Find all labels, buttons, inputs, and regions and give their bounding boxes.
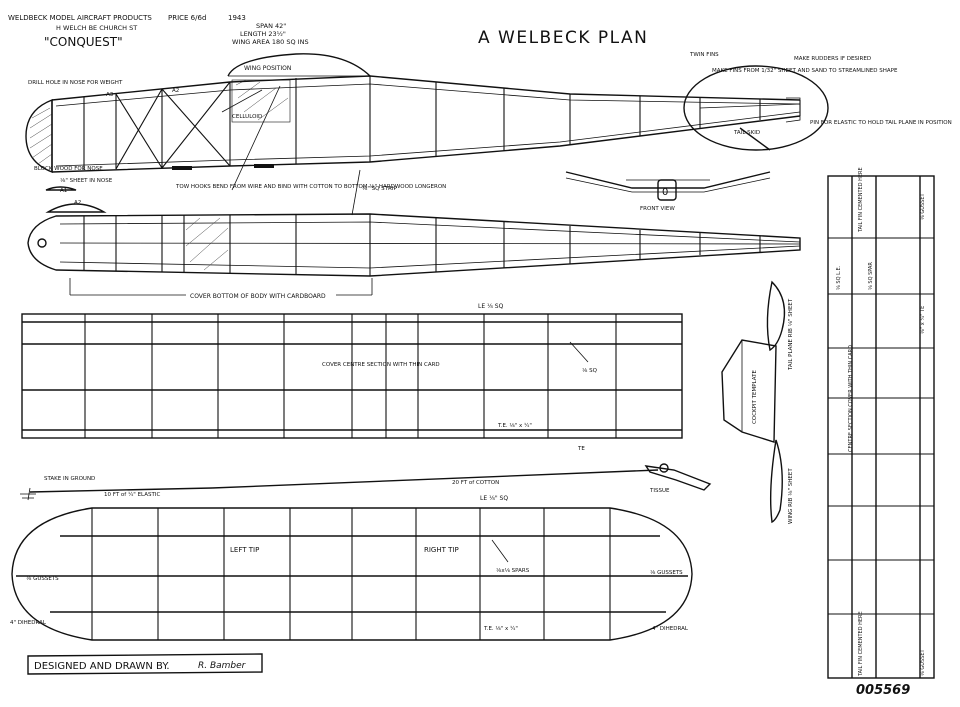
tail-fin-top-note: TAIL FIN CEMENTED HERE bbox=[858, 167, 864, 233]
make-rudders-note: MAKE RUDDERS IF DESIRED bbox=[794, 56, 871, 62]
tail-fin-bottom-note: TAIL FIN CEMENTED HERE bbox=[858, 611, 864, 677]
wing-panel-vertical bbox=[827, 175, 935, 679]
fuselage-top-view bbox=[27, 213, 801, 277]
tail-skid-label: TAIL SKID bbox=[733, 130, 760, 136]
cockpit-template-label: COCKPIT TEMPLATE bbox=[752, 370, 758, 424]
tow-hook-front bbox=[172, 166, 192, 170]
publisher-label: WELDBECK MODEL AIRCRAFT PRODUCTS bbox=[8, 14, 152, 22]
a2-top-label: A2 bbox=[172, 88, 179, 94]
address-label: H WELCH BE CHURCH ST bbox=[56, 24, 137, 32]
elastic-note: 10 FT of ¼" ELASTIC bbox=[104, 492, 160, 498]
length-label: LENGTH 23½" bbox=[240, 30, 286, 38]
drill-hole-note: DRILL HOLE IN NOSE FOR WEIGHT bbox=[28, 80, 123, 86]
stake-note: STAKE IN GROUND bbox=[44, 476, 95, 482]
rib-templates bbox=[721, 280, 786, 524]
gusset-bottom-note: ⅛ GUSSET bbox=[920, 649, 926, 676]
sheet-nose-note: ⅛" SHEET IN NOSE bbox=[60, 178, 113, 184]
block-wood-note: BLOCK WOOD FOR NOSE bbox=[34, 166, 103, 172]
centre-section-note: CENTRE SECTION COVER WITH THIN CARD bbox=[848, 345, 854, 452]
tail-fin-outline bbox=[683, 65, 829, 151]
tail-plane bbox=[21, 313, 683, 439]
sq-spar-note: ⅛ SQ SPAR bbox=[868, 262, 874, 290]
twin-fins-label: TWIN FINS bbox=[689, 52, 719, 58]
spars-label: ⅛x⅛ SPARS bbox=[496, 568, 530, 574]
left-tip-label: LEFT TIP bbox=[230, 546, 259, 554]
svg-text:0: 0 bbox=[662, 187, 668, 198]
tow-hook-rear bbox=[254, 164, 274, 168]
tow-launch-diagram bbox=[20, 463, 712, 501]
wing-area-label: WING AREA 180 SQ INS bbox=[232, 38, 309, 46]
catalog-number: 005569 bbox=[856, 683, 910, 698]
nose-block bbox=[25, 98, 53, 174]
year-label: 1943 bbox=[228, 14, 246, 22]
designer-banner bbox=[27, 653, 263, 675]
glider-silhouette bbox=[644, 465, 712, 491]
gussets-left-label: ⅛ GUSSETS bbox=[26, 576, 59, 582]
celluloid-label: CELLULOID bbox=[232, 114, 262, 120]
plan-title: A WELBECK PLAN bbox=[478, 28, 648, 48]
gusset-top-note: ⅛ GUSSET bbox=[920, 193, 926, 220]
cotton-note: 20 FT of COTTON bbox=[452, 480, 499, 486]
wing-rib-label: WING RIB ⅛" SHEET bbox=[788, 468, 794, 524]
sq-strip-note: ⅛" SQ STRIP bbox=[362, 186, 397, 192]
front-view-drawing: 0 bbox=[565, 171, 771, 201]
tissue-label: TISSUE bbox=[649, 488, 670, 494]
te-top-label: T.E. ⅛" x ¼" bbox=[497, 423, 532, 429]
span-label: SPAN 42" bbox=[256, 22, 286, 30]
wing-rib bbox=[769, 439, 783, 524]
le-bottom-label: LE ⅛" SQ bbox=[480, 495, 508, 502]
a3-label: A3 bbox=[106, 92, 114, 98]
te-bottom-label: T.E. ⅛" x ¼" bbox=[483, 626, 518, 632]
cover-bottom-note: COVER BOTTOM OF BODY WITH CARDBOARD bbox=[190, 293, 326, 300]
dihedral-left-label: 4" DIHEDRAL bbox=[10, 620, 47, 626]
tow-hooks-note: TOW HOOKS BEND FROM WIRE AND BIND WITH C… bbox=[175, 184, 446, 190]
designed-by-label: DESIGNED AND DRAWN BY. bbox=[34, 661, 170, 672]
main-wing bbox=[11, 507, 693, 641]
gussets-right-label: ⅛ GUSSETS bbox=[650, 570, 683, 576]
sq-le-note: ⅛ SQ L.E. bbox=[836, 265, 842, 290]
te-label: TE bbox=[577, 446, 585, 452]
fuselage-side-view bbox=[25, 53, 829, 216]
section-a2 bbox=[45, 203, 107, 213]
le-top-label: LE ⅛ SQ bbox=[478, 303, 504, 310]
tail-skid bbox=[739, 127, 771, 151]
a2-label: A2 bbox=[74, 200, 81, 206]
bottom-longeron bbox=[51, 115, 801, 173]
make-fins-note: MAKE FINS FROM 1/32" SHEET AND SAND TO S… bbox=[712, 68, 898, 74]
wing-outline bbox=[227, 53, 371, 77]
pin-elastic-note: PIN FOR ELASTIC TO HOLD TAIL PLANE IN PO… bbox=[810, 120, 952, 126]
front-view-label: FRONT VIEW bbox=[640, 206, 675, 212]
dihedral-right-label: 4" DIHEDRAL bbox=[652, 626, 689, 632]
price-label: PRICE 6/6d bbox=[168, 14, 206, 22]
cover-section-note: COVER CENTRE SECTION WITH THIN CARD bbox=[322, 362, 440, 368]
designer-signature: R. Bamber bbox=[198, 661, 247, 671]
cockpit-template bbox=[721, 339, 777, 443]
sq-note: ⅛ SQ bbox=[582, 368, 598, 374]
tail-plane-rib bbox=[766, 280, 786, 352]
tail-plane-rib-label: TAIL PLANE RIB ⅛" SHEET bbox=[788, 298, 794, 371]
model-name: "CONQUEST" bbox=[44, 35, 123, 49]
wing-position-label: WING POSITION bbox=[244, 65, 291, 72]
a1-label: A1 bbox=[60, 188, 67, 194]
te-right-note: ⅛" x ¼" TE bbox=[920, 306, 926, 334]
right-tip-label: RIGHT TIP bbox=[424, 546, 459, 554]
section-a1 bbox=[45, 186, 77, 191]
